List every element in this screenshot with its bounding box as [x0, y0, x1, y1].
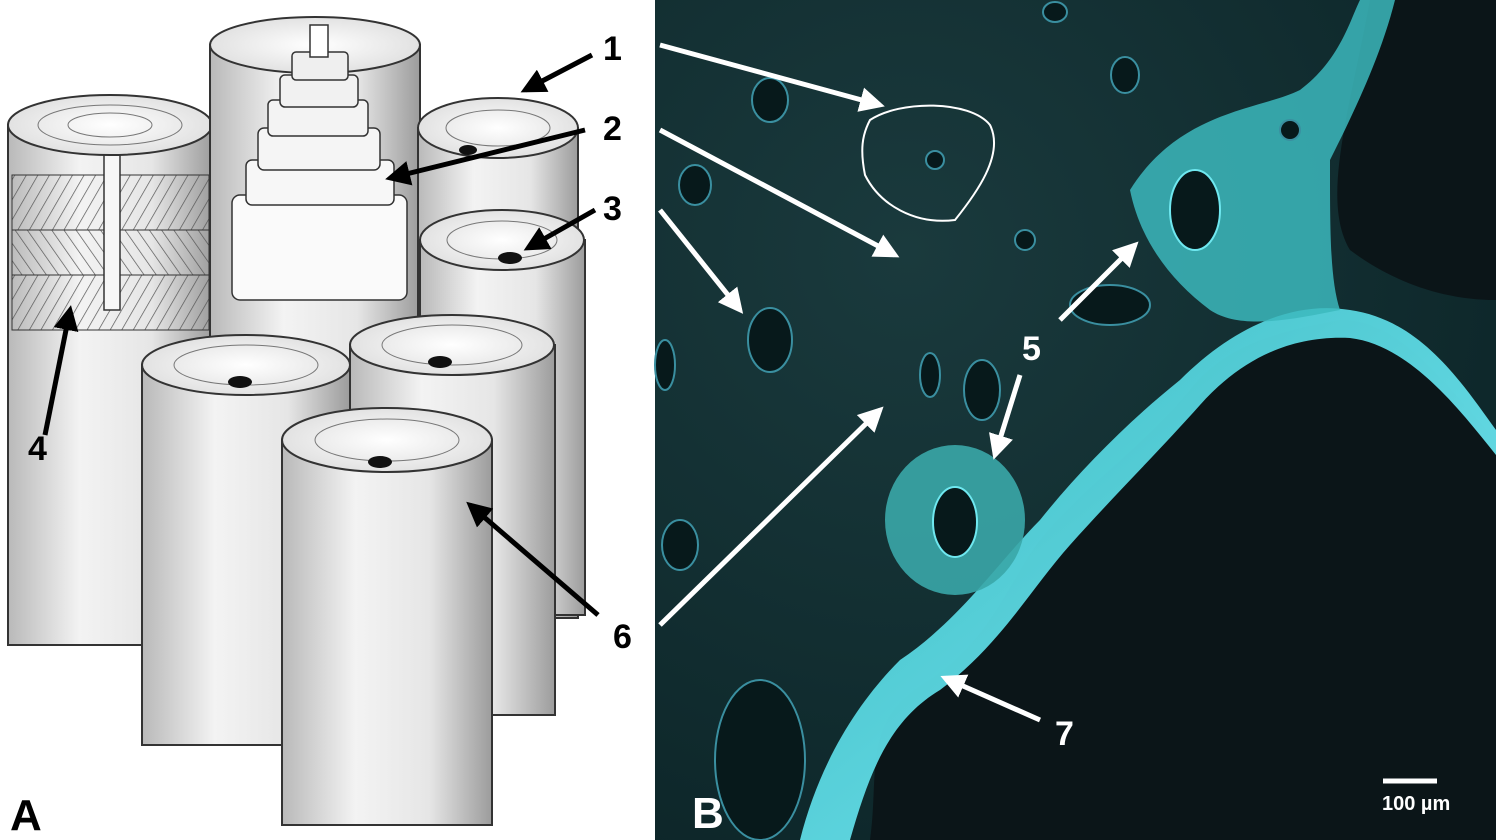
haversian-canal-lower	[932, 486, 978, 558]
osteon-cylinder-front	[281, 407, 493, 826]
panel-b-label-7: 7	[1055, 715, 1074, 753]
bright-bone-lining	[800, 308, 1496, 840]
upper-right-cavity	[1337, 0, 1496, 300]
panel-a-letter: A	[10, 791, 42, 840]
panel-a-label-1: 1	[603, 30, 622, 68]
osteon-lamellae-cylinder	[209, 16, 421, 381]
panel-b-label-5: 5	[1022, 330, 1041, 368]
haversian-canal-upper	[1169, 169, 1221, 251]
panel-a-label-4: 4	[28, 430, 47, 468]
panel-b-letter: B	[692, 789, 724, 838]
panel-a-osteon-diagram: 1 2 3 4 6 A	[0, 0, 655, 840]
scale-bar-label: 100 µm	[1382, 793, 1450, 815]
panel-b-micrograph: 5 7 100 µm B	[654, 0, 1496, 840]
panel-a-label-2: 2	[603, 110, 622, 148]
haversian-canals	[654, 1, 1301, 840]
panel-a-label-6: 6	[613, 618, 632, 656]
panel-b-callout-arrows	[658, 42, 1139, 723]
panel-a-callout-arrows	[42, 52, 600, 617]
outlined-osteon	[861, 104, 996, 222]
panel-a-label-3: 3	[603, 190, 622, 228]
